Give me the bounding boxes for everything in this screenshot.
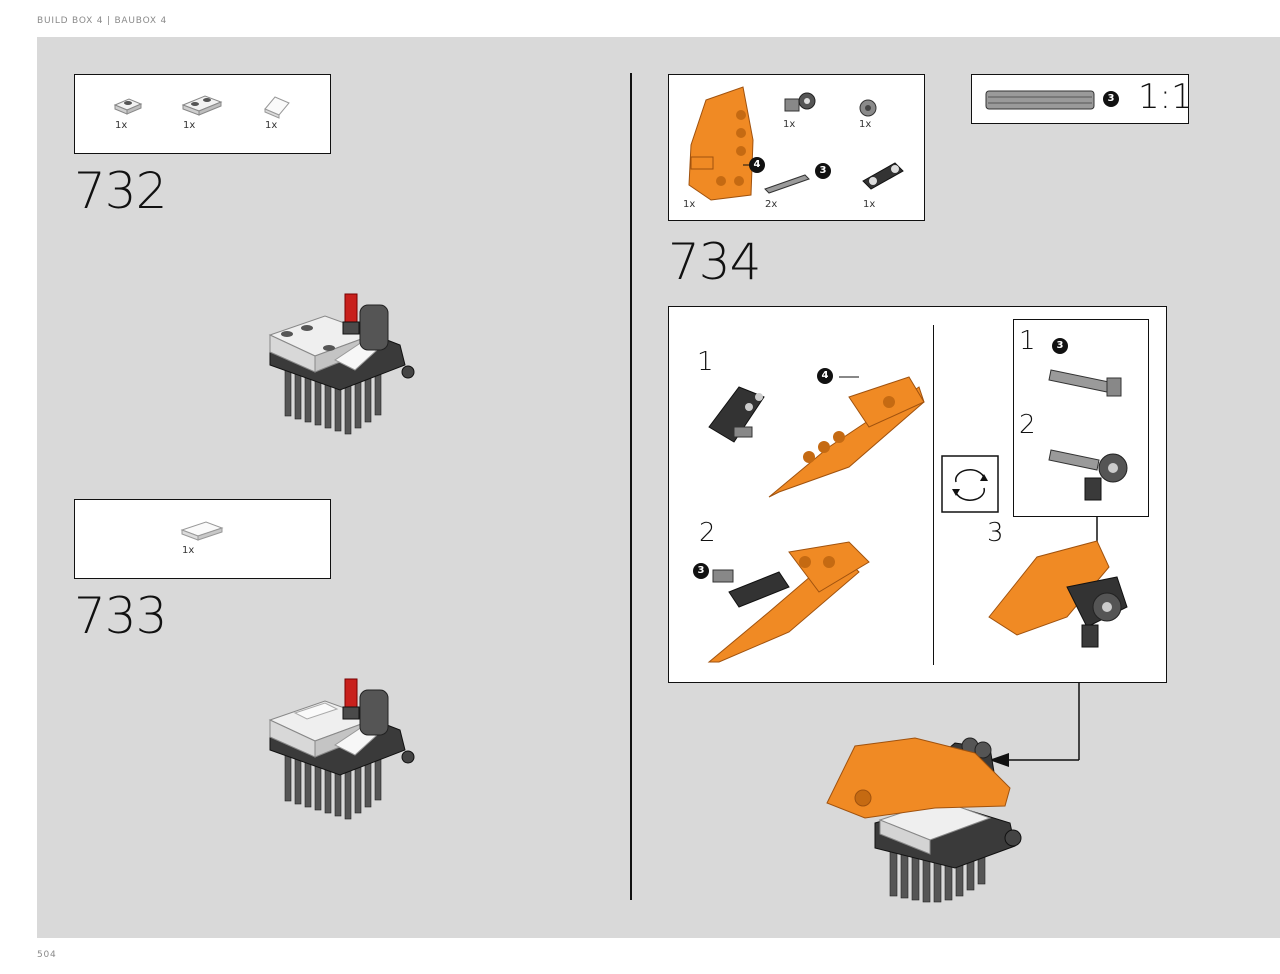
page-header: BUILD BOX 4 | BAUBOX 4 xyxy=(37,16,168,26)
inner-substep-number: 1 xyxy=(1019,326,1036,356)
model-illustration xyxy=(268,678,415,820)
subassembly-callout: 1 4 2 3 1 3 2 xyxy=(668,306,1167,683)
plate-1x2-icon xyxy=(113,98,143,115)
qty-label: 1x xyxy=(863,199,876,210)
step-number: 734 xyxy=(668,233,761,291)
callout-badge: 4 xyxy=(817,368,833,384)
assembly-arrow xyxy=(989,682,1080,767)
callout-badge: 3 xyxy=(1052,338,1068,354)
qty-label: 1x xyxy=(859,119,872,130)
parts-list-734: 4 1x 1x 1x 3 2x 1x xyxy=(668,74,925,221)
substep-number: 2 xyxy=(699,518,716,548)
model-illustration xyxy=(826,737,1022,903)
plate-1x3-icon xyxy=(181,95,223,116)
qty-label: 1x xyxy=(183,120,196,131)
qty-label: 1x xyxy=(115,120,128,131)
qty-label: 1x xyxy=(683,199,696,210)
callout-divider xyxy=(933,325,934,665)
connector-icon xyxy=(784,92,816,112)
bush-icon xyxy=(859,99,877,117)
scale-ratio: 1:1 xyxy=(1138,77,1193,117)
model-illustration xyxy=(268,293,415,435)
inner-substep-number: 2 xyxy=(1019,410,1036,440)
substep-1-illustration xyxy=(708,376,925,498)
inner-step-2-illustration xyxy=(1048,449,1128,501)
step-number: 732 xyxy=(74,162,167,220)
tile-1x2-icon xyxy=(180,521,224,541)
axle-icon xyxy=(764,174,810,194)
qty-label: 1x xyxy=(783,119,796,130)
qty-label: 1x xyxy=(182,545,195,556)
callout-badge: 4 xyxy=(749,157,765,173)
scale-badge: 3 xyxy=(1103,91,1119,107)
qty-label: 2x xyxy=(765,199,778,210)
page-number: 504 xyxy=(37,950,57,960)
orange-panel-icon xyxy=(688,86,761,201)
callout-badge: 3 xyxy=(815,163,831,179)
parts-list-732: 1x 1x 1x xyxy=(74,74,331,154)
callout-badge: 3 xyxy=(693,563,709,579)
column-divider xyxy=(630,73,632,900)
inner-callout: 1 3 2 xyxy=(1013,319,1149,517)
inner-step-1-illustration xyxy=(1048,369,1122,397)
step-number: 733 xyxy=(74,587,167,645)
axle-scale-box: 3 1:1 xyxy=(971,74,1193,124)
rotate-icon xyxy=(941,455,999,513)
substep-number: 1 xyxy=(697,347,714,377)
parts-list-733: 1x xyxy=(74,499,331,579)
slope-tile-icon xyxy=(264,96,290,119)
qty-label: 1x xyxy=(265,120,278,131)
beam-icon xyxy=(862,162,904,190)
substep-number: 3 xyxy=(987,518,1004,548)
axle-scale-icon xyxy=(985,90,1095,110)
substep-2-illustration xyxy=(707,541,870,663)
substep-3-illustration xyxy=(988,517,1128,648)
